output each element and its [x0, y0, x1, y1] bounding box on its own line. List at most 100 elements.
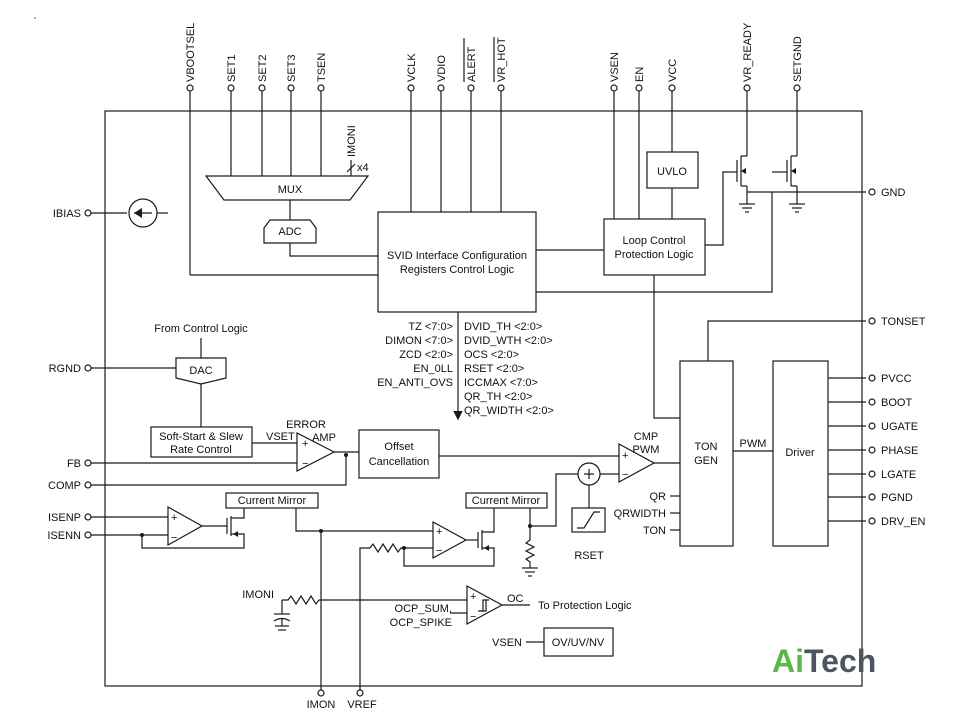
- mosfet-sense-1: [141, 508, 245, 549]
- pin-label: PGND: [881, 492, 913, 504]
- pin-label: LGATE: [881, 469, 916, 481]
- ton-gen-block: [679, 360, 734, 547]
- pin-label: VBOOTSEL: [185, 23, 197, 82]
- current-sense-amp: [167, 505, 204, 547]
- current-mirror-1-label: Current Mirror: [238, 495, 307, 507]
- ov-uv-nv-label: OV/UV/NV: [552, 637, 605, 649]
- wire: [705, 171, 733, 246]
- stray-dot: [34, 17, 36, 19]
- x4-label: x4: [357, 162, 369, 174]
- pin-setgnd: SETGND: [792, 36, 804, 156]
- pin-label: SETGND: [792, 36, 804, 82]
- aitech-logo: AiTech: [772, 643, 876, 679]
- svid-interface-block: [377, 211, 537, 313]
- ocp-comparator: [466, 584, 504, 626]
- ramp-waveform: [577, 511, 600, 529]
- mosfet-sense-2: [403, 508, 495, 567]
- chip-boundary: [104, 110, 863, 687]
- pin-comp: COMP: [48, 455, 347, 492]
- mosfet-vr-ready: [733, 155, 755, 213]
- cmp-pwm: [618, 442, 656, 484]
- pin-label: RGND: [49, 363, 81, 375]
- current-mirror-2: [465, 492, 548, 509]
- plus-sign: +: [302, 438, 308, 450]
- soft-start-line2: Rate Control: [170, 444, 232, 456]
- bus-slash: [346, 163, 356, 173]
- pin-rgnd: RGND: [49, 363, 176, 375]
- offset-line1: Offset: [384, 441, 413, 453]
- junction-dot: [402, 546, 406, 550]
- qrwidth-label: QRWIDTH: [614, 508, 666, 520]
- register-list-right: DVID_TH <2:0> DVID_WTH <2:0> OCS <2:0> R…: [464, 321, 554, 417]
- mux-label: MUX: [278, 184, 303, 196]
- left-pins: IBIAS RGND FB COMP ISENP ISENN: [47, 208, 347, 542]
- offset-line2: Cancellation: [369, 456, 430, 468]
- driver-label: Driver: [785, 447, 815, 459]
- minus-sign: −: [436, 545, 442, 557]
- soft-start-block: [150, 426, 253, 458]
- register-item: EN_0LL: [413, 363, 453, 375]
- current-mirror-2-label: Current Mirror: [472, 495, 541, 507]
- ocp-spike-label: OCP_SPIKE: [390, 617, 452, 629]
- plus-sign: +: [470, 591, 476, 603]
- logo-ai: AiTech: [772, 643, 876, 679]
- dac-label: DAC: [189, 365, 212, 377]
- minus-sign: −: [470, 611, 476, 623]
- ov-uv-nv-block: [543, 627, 614, 657]
- vsen-bottom-label: VSEN: [492, 637, 522, 649]
- pin-vr-hot: VR_HOT: [493, 37, 508, 212]
- pin-label: SET3: [286, 54, 298, 82]
- register-item: DIMON <7:0>: [385, 335, 453, 347]
- summing-node-icon: [577, 462, 619, 486]
- junction-dot: [140, 533, 144, 537]
- loop-line2: Protection Logic: [615, 249, 694, 261]
- register-item: EN_ANTI_OVS: [377, 377, 453, 389]
- uvlo-label: UVLO: [657, 166, 687, 178]
- plus-sign: +: [436, 526, 442, 538]
- svid-line2: Registers Control Logic: [400, 264, 515, 276]
- wire: [359, 547, 370, 690]
- pin-label: ALERT: [466, 46, 478, 82]
- imoni-top-label: IMONI: [346, 125, 358, 157]
- pin-label: TONSET: [881, 316, 926, 328]
- register-item: RSET <2:0>: [464, 363, 524, 375]
- wire: [653, 275, 680, 419]
- pin-label: DRV_EN: [881, 516, 925, 528]
- pin-vcc: VCC: [667, 59, 679, 152]
- right-pins: GND TONSET PVCC BOOT UGATE PHASE: [707, 187, 926, 528]
- pin-pvcc: PVCC: [828, 373, 912, 385]
- svid-line1: SVID Interface Configuration: [387, 250, 527, 262]
- pin-fb: FB: [67, 458, 297, 470]
- plus-sign: +: [622, 450, 628, 462]
- register-item: TZ <7:0>: [408, 321, 453, 333]
- from-control-label: From Control Logic: [154, 323, 248, 335]
- minus-sign: −: [171, 532, 177, 544]
- pin-set1: SET1: [226, 54, 238, 176]
- wire: [530, 473, 578, 527]
- pin-tsen: TSEN: [316, 53, 328, 176]
- mosfet-setgnd: [772, 155, 805, 213]
- pin-label: GND: [881, 187, 906, 199]
- wire: [289, 243, 378, 257]
- pin-label: PHASE: [881, 445, 918, 457]
- pin-alert: ALERT: [463, 38, 478, 212]
- logo-part-ai: Ai: [772, 643, 804, 679]
- pin-label: SET1: [226, 54, 238, 82]
- register-item: QR_WIDTH <2:0>: [464, 405, 554, 417]
- pin-vsen: VSEN: [609, 52, 621, 219]
- pin-vdio: VDIO: [436, 55, 448, 212]
- current-source-icon: [128, 198, 168, 228]
- resistor-icon: [282, 594, 467, 606]
- pin-label: VDIO: [436, 55, 448, 82]
- driver-block: [772, 360, 829, 547]
- vref-amp: [432, 520, 468, 560]
- pin-label: VREF: [347, 699, 377, 711]
- oc-label: OC: [507, 593, 524, 605]
- ocp-sum-label: OCP_SUM,: [395, 603, 452, 615]
- logo-part-tech: Tech: [804, 643, 876, 679]
- loop-control-block: [603, 218, 706, 276]
- vset-label: VSET: [266, 431, 295, 443]
- register-list-left: TZ <7:0> DIMON <7:0> ZCD <2:0> EN_0LL EN…: [377, 321, 453, 389]
- dac-block: [175, 357, 227, 385]
- register-item: QR_TH <2:0>: [464, 391, 532, 403]
